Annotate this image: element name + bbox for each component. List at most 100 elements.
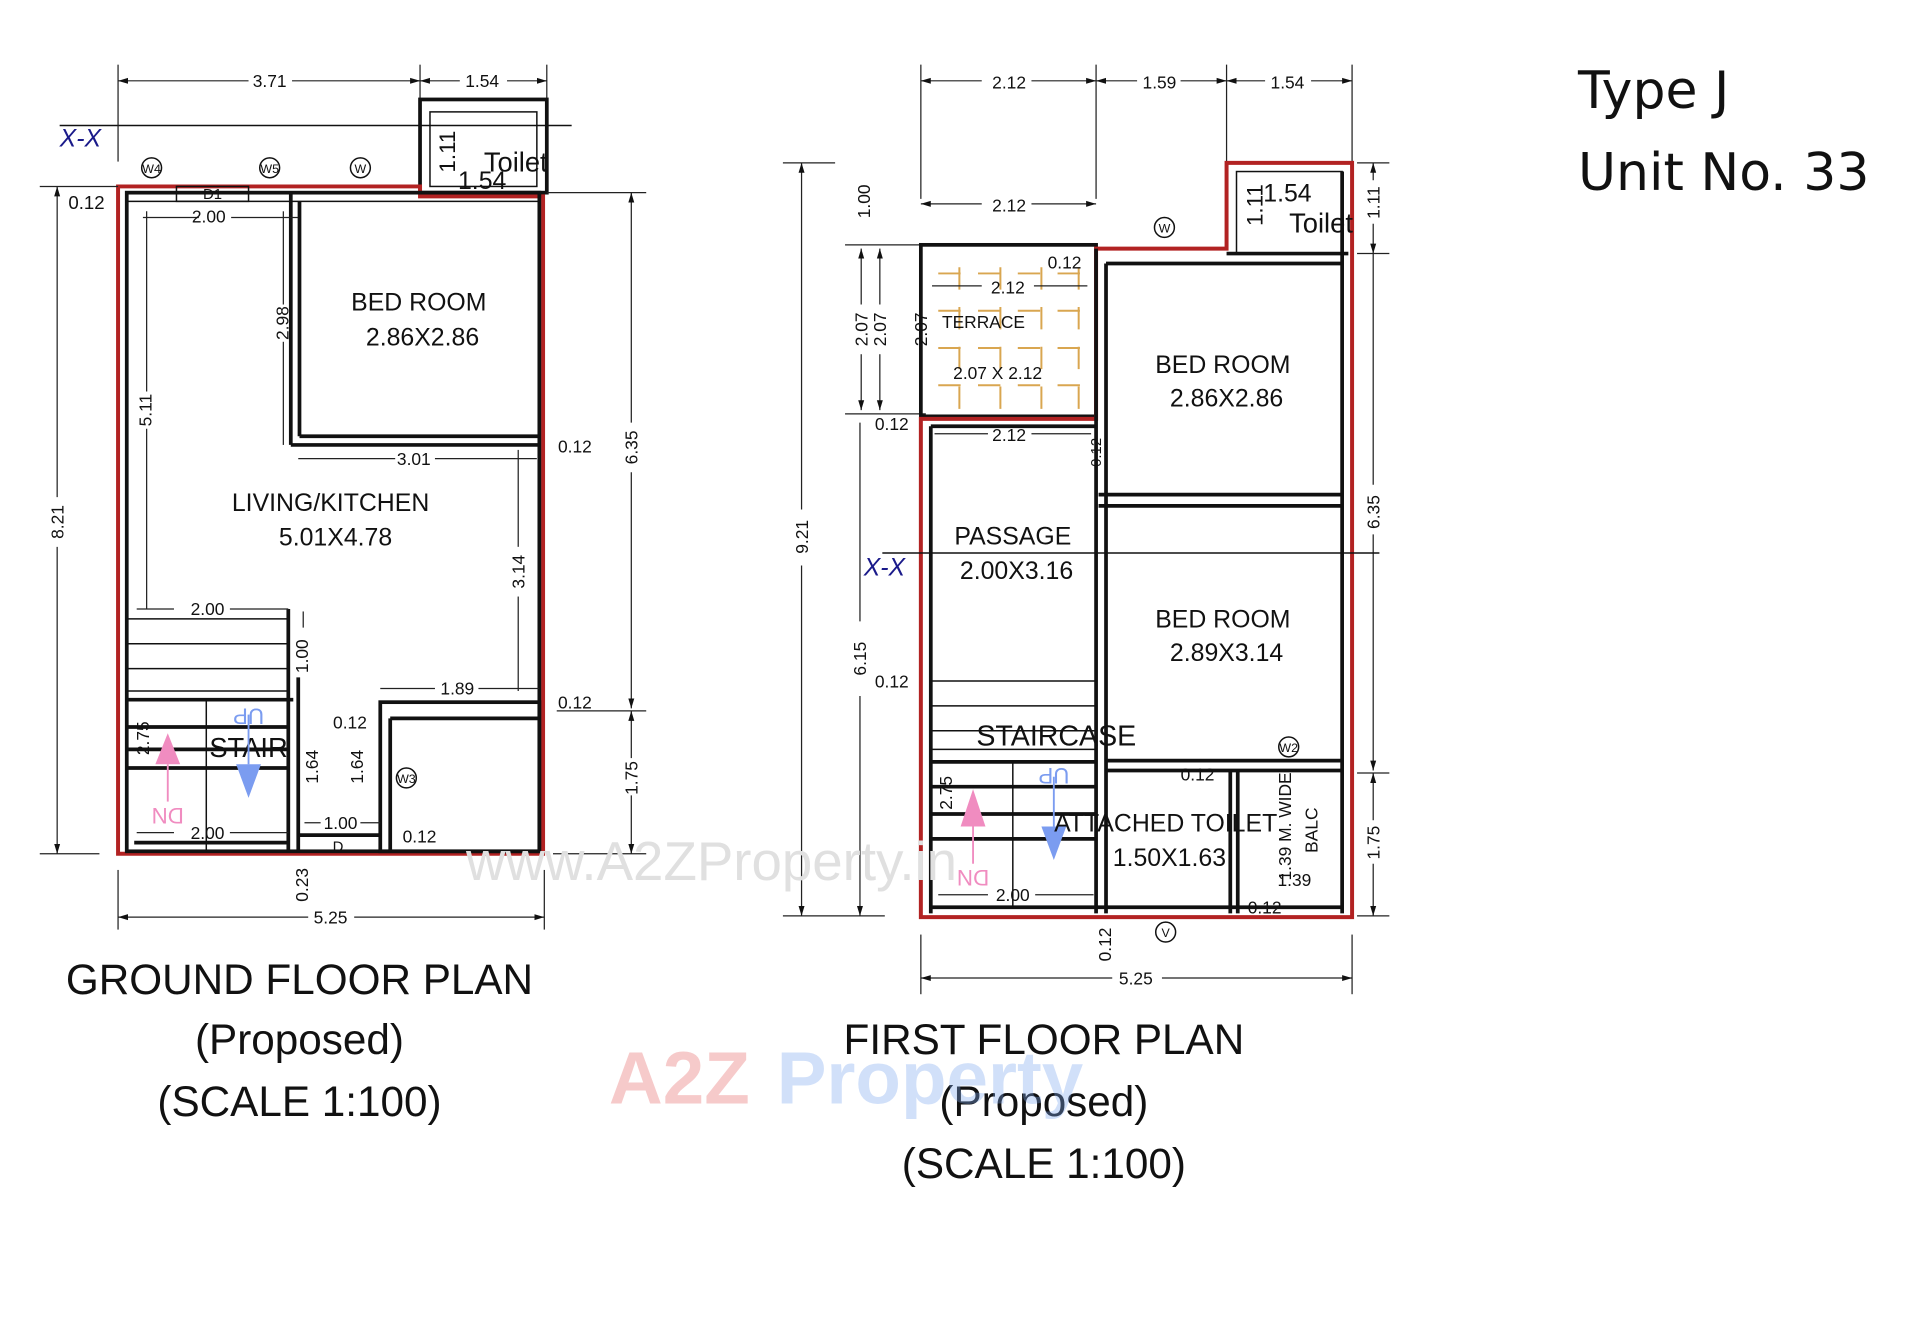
room-size-bedroom: 2.86X2.86 — [366, 325, 479, 352]
svg-text:0.12: 0.12 — [333, 712, 367, 732]
svg-text:1.00: 1.00 — [292, 639, 312, 673]
window-tag-w — [349, 157, 372, 179]
svg-text:9.21: 9.21 — [792, 520, 812, 554]
svg-text:6.35: 6.35 — [1363, 495, 1383, 529]
svg-text:1.54: 1.54 — [1271, 72, 1305, 92]
room-label-terrace: TERRACE — [942, 312, 1025, 332]
svg-text:1.59: 1.59 — [1143, 72, 1177, 92]
ground-floor-caption: GROUND FLOOR PLAN — [66, 956, 533, 1003]
svg-text:1.11: 1.11 — [435, 131, 460, 173]
svg-text:(SCALE 1:100): (SCALE 1:100) — [157, 1078, 441, 1125]
svg-text:8.21: 8.21 — [47, 505, 67, 539]
svg-text:0.23: 0.23 — [292, 868, 312, 902]
room-label-living: LIVING/KITCHEN — [232, 490, 429, 517]
vent-tag-v — [1154, 921, 1177, 943]
unit-number: Unit No. 33 — [1578, 143, 1870, 203]
svg-text:1.75: 1.75 — [622, 761, 642, 795]
unit-type: Type J — [1578, 61, 1730, 121]
svg-text:0.12: 0.12 — [1089, 438, 1105, 467]
room-size-living: 5.01X4.78 — [279, 525, 392, 552]
svg-text:1.75: 1.75 — [1363, 826, 1383, 860]
svg-text:Property: Property — [777, 1037, 1084, 1120]
svg-text:0.12: 0.12 — [558, 436, 592, 456]
svg-text:0.12: 0.12 — [875, 414, 909, 434]
room-label-bedroom-1: BED ROOM — [1155, 352, 1290, 379]
window-tag-w4 — [140, 157, 163, 179]
plot-boundary — [116, 184, 546, 856]
svg-text:5.11: 5.11 — [136, 394, 156, 427]
room-size-attached-toilet: 1.50X1.63 — [1113, 845, 1226, 872]
room-size-terrace: 2.07 X 2.12 — [953, 363, 1042, 383]
svg-text:6.35: 6.35 — [622, 431, 642, 465]
svg-text:1.11: 1.11 — [1243, 184, 1268, 226]
svg-text:0.12: 0.12 — [68, 192, 104, 213]
svg-text:DN: DN — [957, 865, 989, 890]
svg-text:DN: DN — [152, 803, 184, 828]
dim-label: 3.71 — [253, 71, 287, 91]
svg-text:W3: W3 — [397, 772, 416, 786]
svg-text:1.64: 1.64 — [347, 750, 367, 784]
window-tag-w — [1153, 216, 1176, 239]
svg-text:0.12: 0.12 — [875, 671, 909, 691]
balcony-label: BALC — [1301, 807, 1321, 852]
ground-floor-plan: X-X 3.71 1.54 Toilet 1.11 1.54 W4 W5 W — [39, 64, 647, 1125]
svg-text:2.00: 2.00 — [191, 823, 225, 843]
svg-text:2.07: 2.07 — [851, 312, 871, 346]
first-floor-staircase: 0.12 STAIRCASE 2.75 DN UP 2.00 — [875, 671, 1136, 908]
balcony-width-label: 1.39 M. WIDE — [1275, 772, 1295, 880]
svg-text:1.54: 1.54 — [1263, 180, 1312, 207]
svg-text:1.89: 1.89 — [440, 679, 474, 699]
dim-label: 1.54 — [465, 71, 499, 91]
svg-text:2.12: 2.12 — [992, 425, 1026, 445]
svg-text:W: W — [1159, 221, 1171, 235]
first-floor-caption: FIRST FLOOR PLAN — [844, 1016, 1245, 1063]
svg-text:D1: D1 — [203, 187, 222, 203]
svg-text:3.01: 3.01 — [397, 449, 431, 469]
svg-text:0.12: 0.12 — [558, 692, 592, 712]
room-label-attached-toilet: ATTACHED TOILET — [1054, 810, 1277, 837]
svg-text:2.00: 2.00 — [191, 599, 225, 619]
room-size-bedroom-1: 2.86X2.86 — [1170, 385, 1283, 412]
svg-text:0.12: 0.12 — [1095, 928, 1115, 962]
room-label-passage: PASSAGE — [954, 523, 1071, 550]
outer-wall — [124, 190, 542, 854]
section-marker-label: X-X — [59, 126, 103, 153]
svg-text:V: V — [1162, 926, 1171, 940]
door-d1 — [175, 185, 250, 203]
svg-text:6.15: 6.15 — [850, 642, 870, 676]
first-floor-plan: 2.12 1.59 1.54 2.12 1.00 9.21 6.15 2.07 … — [782, 64, 1390, 1187]
url-watermark: www.A2ZProperty.in — [465, 831, 957, 892]
svg-text:1.54: 1.54 — [458, 168, 507, 195]
svg-text:1.64: 1.64 — [302, 750, 322, 784]
svg-text:2.12: 2.12 — [992, 72, 1026, 92]
room-label-toilet: Toilet — [484, 147, 548, 178]
svg-text:0.12: 0.12 — [1248, 897, 1282, 917]
svg-text:5.25: 5.25 — [314, 907, 348, 927]
room-label-staircase: STAIRCASE — [976, 721, 1136, 753]
unit-title: Type J Unit No. 33 — [1578, 50, 1869, 214]
room-label-bedroom: BED ROOM — [351, 290, 486, 317]
up-arrow-icon — [236, 764, 261, 798]
door-d: D — [333, 839, 344, 855]
svg-text:W: W — [355, 162, 367, 176]
svg-text:W4: W4 — [142, 162, 161, 176]
window-tag-w3 — [395, 767, 418, 789]
svg-text:3.14: 3.14 — [508, 554, 528, 588]
svg-text:2.12: 2.12 — [991, 277, 1025, 297]
svg-text:1.39: 1.39 — [1278, 870, 1312, 890]
logo-watermark: A2Z Property — [609, 1037, 1084, 1120]
dn-arrow-icon — [960, 789, 986, 827]
svg-text:1.11: 1.11 — [1363, 186, 1383, 219]
dn-arrow-icon — [155, 733, 181, 765]
svg-text:(Proposed): (Proposed) — [939, 1078, 1148, 1125]
svg-text:2.00: 2.00 — [192, 206, 226, 226]
room-label-toilet: Toilet — [1289, 207, 1353, 238]
plot-boundary — [918, 160, 1355, 920]
svg-text:2.75: 2.75 — [936, 776, 956, 810]
svg-text:2.00: 2.00 — [996, 885, 1030, 905]
svg-text:0.12: 0.12 — [403, 827, 437, 847]
room-label-bedroom-2: BED ROOM — [1155, 607, 1290, 634]
svg-text:A2Z: A2Z — [609, 1037, 750, 1120]
svg-text:1.00: 1.00 — [854, 184, 874, 218]
